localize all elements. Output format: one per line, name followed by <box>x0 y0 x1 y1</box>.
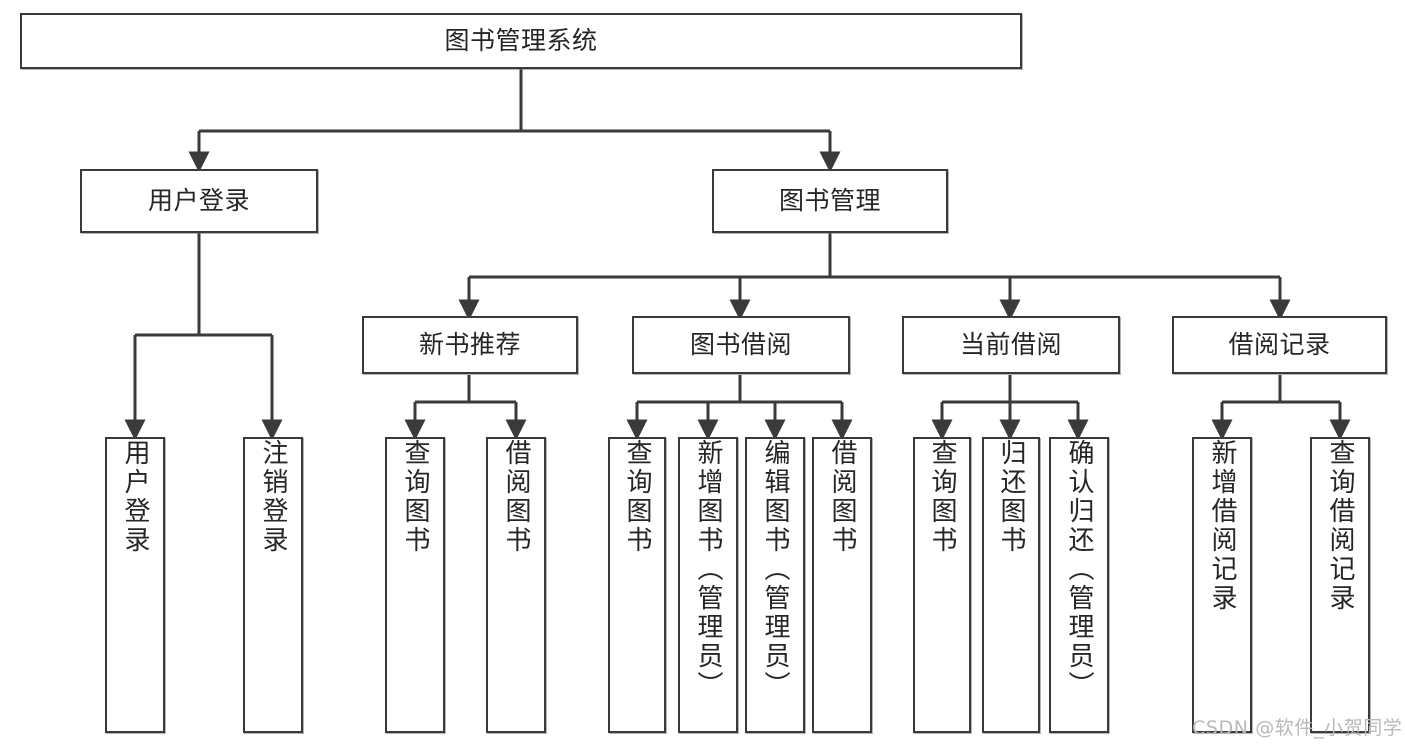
node-new-book-recommend[interactable]: 新书推荐 <box>362 316 578 374</box>
node-label: 确认归还（管理员） <box>1064 439 1094 700</box>
leaf-current-borrow-query[interactable]: 查询图书 <box>913 437 971 733</box>
node-label: 借阅图书 <box>827 439 857 555</box>
node-label: 图书借阅 <box>689 330 792 359</box>
node-root-book-management-system[interactable]: 图书管理系统 <box>20 13 1022 69</box>
node-label: 图书管理系统 <box>444 26 598 55</box>
node-label: 图书管理 <box>778 186 881 215</box>
node-user-login[interactable]: 用户登录 <box>80 169 318 233</box>
leaf-new-book-query[interactable]: 查询图书 <box>385 437 445 733</box>
node-label: 用户登录 <box>120 439 150 555</box>
leaf-current-borrow-confirm-return[interactable]: 确认归还（管理员） <box>1049 437 1109 733</box>
node-label: 当前借阅 <box>959 330 1062 359</box>
csdn-watermark: CSDN @软件_小贺同学 <box>1192 717 1403 739</box>
node-current-borrow[interactable]: 当前借阅 <box>902 316 1120 374</box>
node-label: 新增图书（管理员） <box>693 439 723 700</box>
node-label: 借阅图书 <box>501 439 531 555</box>
node-book-borrow[interactable]: 图书借阅 <box>632 316 850 374</box>
node-label: 新增借阅记录 <box>1207 439 1237 613</box>
leaf-book-borrow-edit[interactable]: 编辑图书（管理员） <box>745 437 805 733</box>
node-label: 注销登录 <box>258 439 288 555</box>
node-book-management[interactable]: 图书管理 <box>712 169 948 233</box>
node-label: 查询借阅记录 <box>1325 439 1355 613</box>
node-label: 编辑图书（管理员） <box>760 439 790 700</box>
node-label: 查询图书 <box>400 439 430 555</box>
leaf-borrow-record-add[interactable]: 新增借阅记录 <box>1192 437 1252 733</box>
leaf-book-borrow-borrow[interactable]: 借阅图书 <box>812 437 872 733</box>
leaf-new-book-borrow[interactable]: 借阅图书 <box>486 437 546 733</box>
leaf-book-borrow-add[interactable]: 新增图书（管理员） <box>678 437 738 733</box>
node-label: 查询图书 <box>622 439 652 555</box>
node-label: 查询图书 <box>927 439 957 555</box>
node-borrow-record[interactable]: 借阅记录 <box>1172 316 1387 374</box>
leaf-current-borrow-return[interactable]: 归还图书 <box>982 437 1040 733</box>
node-label: 用户登录 <box>147 186 250 215</box>
node-label: 借阅记录 <box>1228 330 1331 359</box>
leaf-book-borrow-query[interactable]: 查询图书 <box>608 437 666 733</box>
leaf-user-login-logout[interactable]: 注销登录 <box>243 437 303 733</box>
node-label: 新书推荐 <box>418 330 521 359</box>
leaf-user-login-login[interactable]: 用户登录 <box>105 437 165 733</box>
node-label: 归还图书 <box>996 439 1026 555</box>
leaf-borrow-record-query[interactable]: 查询借阅记录 <box>1310 437 1370 733</box>
